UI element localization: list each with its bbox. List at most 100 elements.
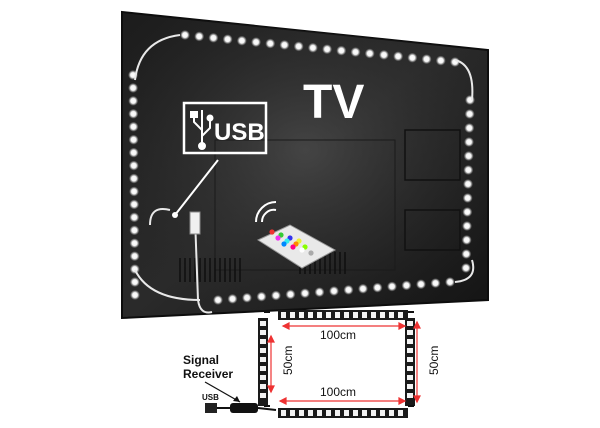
led: [300, 288, 310, 299]
led: [350, 47, 361, 58]
led: [129, 225, 140, 236]
tv-led-strips: [128, 30, 475, 305]
remote-button: [308, 250, 314, 256]
led: [464, 109, 475, 119]
led: [378, 49, 389, 60]
strip-led: [407, 357, 413, 362]
right-length-label: 50cm: [427, 346, 441, 375]
led: [130, 290, 140, 300]
led: [336, 45, 347, 56]
led: [128, 95, 139, 106]
strip-led: [290, 410, 295, 416]
strip-led: [407, 330, 413, 335]
led: [463, 151, 474, 161]
strip-led: [281, 312, 286, 318]
led: [129, 186, 140, 197]
strip-led: [260, 357, 266, 362]
strip-led: [353, 312, 358, 318]
strip-led: [344, 410, 349, 416]
strip-led: [398, 312, 403, 318]
strip-led: [362, 312, 367, 318]
remote-button: [275, 235, 281, 241]
top-length-label: 100cm: [320, 328, 356, 342]
strip-led: [407, 393, 413, 398]
led: [256, 291, 267, 302]
led: [128, 160, 139, 171]
strip-led: [260, 366, 266, 371]
led: [364, 48, 375, 59]
led: [462, 221, 472, 231]
strip-led: [335, 312, 340, 318]
usb-plug-diagram: [205, 403, 217, 413]
signal-receiver-label-line1: Signal: [183, 353, 219, 367]
led: [461, 263, 471, 273]
strip-led: [371, 410, 376, 416]
strip-led: [407, 366, 413, 371]
usb-plug-label: USB: [202, 393, 219, 402]
led: [421, 54, 432, 65]
strip-led: [260, 393, 266, 398]
strip-led: [407, 384, 413, 389]
led: [129, 199, 140, 210]
led: [293, 41, 304, 52]
led-strip-segment: [278, 310, 408, 320]
tv-back-panel: [121, 10, 489, 320]
strip-led: [299, 312, 304, 318]
led: [128, 108, 139, 119]
led: [372, 282, 383, 293]
led: [227, 293, 238, 304]
led: [128, 134, 139, 145]
strip-led: [362, 410, 367, 416]
tv-panel-port: [404, 209, 461, 251]
usb-port-dot: [172, 212, 178, 218]
strip-led: [299, 410, 304, 416]
strip-led: [260, 339, 266, 344]
led: [129, 251, 140, 262]
led: [465, 95, 475, 105]
led: [463, 165, 474, 175]
led: [128, 173, 139, 184]
led: [279, 39, 290, 50]
led: [430, 278, 441, 289]
strip-led: [308, 312, 313, 318]
measurement-arrows: [267, 320, 421, 405]
strip-led: [326, 312, 331, 318]
strip-led: [260, 330, 266, 335]
usb-badge-label: USB: [214, 119, 265, 146]
led: [461, 235, 472, 245]
led: [407, 52, 418, 63]
rgb-remote-control: [255, 201, 337, 269]
led: [128, 121, 139, 132]
strip-led: [407, 339, 413, 344]
led: [129, 238, 140, 249]
strip-led: [407, 348, 413, 353]
strip-led: [407, 321, 413, 326]
strip-led: [260, 321, 266, 326]
remote-button: [281, 241, 287, 247]
led: [314, 287, 325, 298]
usb-plug: [189, 211, 201, 235]
strip-led: [308, 410, 313, 416]
led: [463, 179, 473, 189]
led: [322, 44, 333, 55]
led: [129, 277, 140, 288]
installation-diagram: 100cm 100cm 50cm 50cm Signal Receiver US…: [183, 310, 441, 418]
led: [358, 283, 368, 294]
strip-led: [398, 410, 403, 416]
led: [242, 292, 252, 303]
strip-led: [335, 410, 340, 416]
strip-led: [260, 348, 266, 353]
strip-led: [260, 375, 266, 380]
strip-led: [389, 410, 394, 416]
led: [445, 277, 455, 287]
led: [271, 290, 281, 301]
led: [208, 32, 219, 43]
strip-led: [317, 410, 322, 416]
led: [307, 42, 318, 53]
led: [464, 123, 475, 133]
usb-pointer-line: [174, 159, 219, 216]
led: [401, 280, 412, 291]
led: [265, 38, 276, 49]
bottom-length-label: 100cm: [320, 385, 356, 399]
